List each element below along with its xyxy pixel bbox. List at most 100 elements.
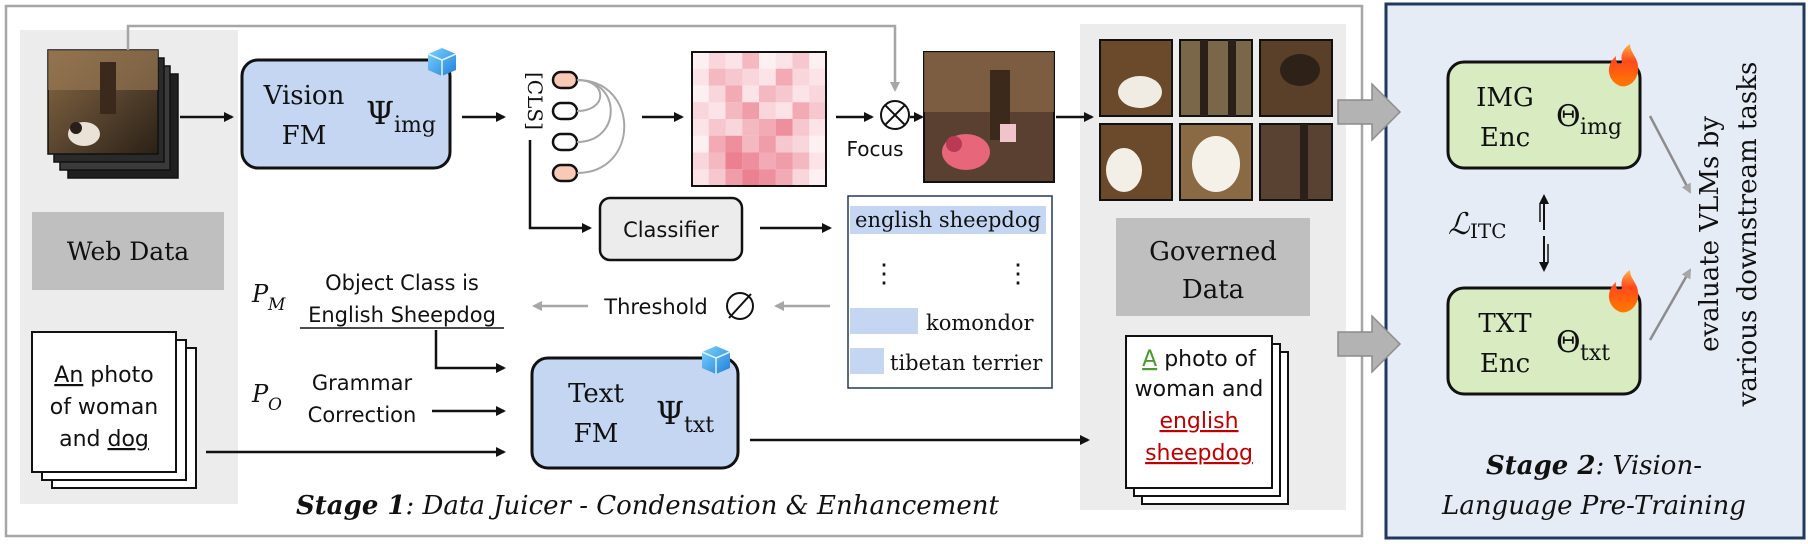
- attention-cell: [809, 152, 826, 170]
- threshold-label: Threshold: [603, 295, 708, 319]
- text-fm-line1: Text: [568, 379, 624, 409]
- input-caption-stack: An photo of woman and dog: [31, 331, 197, 489]
- attention-cell: [775, 152, 793, 170]
- evaluate-line1: evaluate VLMs by: [1695, 116, 1725, 352]
- attention-cell: [692, 102, 709, 119]
- attention-cell: [742, 135, 759, 153]
- attention-cell: [725, 85, 743, 103]
- otimes-icon: [880, 100, 910, 130]
- img-enc-sub: img: [1580, 115, 1622, 140]
- output-caption-line4: sheepdog: [1145, 441, 1253, 466]
- output-caption-line1: A photo of: [1142, 347, 1257, 372]
- stage2-caption-line1: Stage 2: Vision-: [1486, 451, 1702, 481]
- txt-encoder-box: TXT Enc Θ txt: [1446, 286, 1642, 396]
- attention-cell: [759, 68, 776, 86]
- evaluate-line2: various downstream tasks: [1733, 62, 1763, 408]
- attention-cell: [792, 85, 810, 103]
- po-line2: Correction: [308, 403, 417, 427]
- attention-cell: [775, 102, 793, 119]
- vision-fm-box: Vision FM Ψ img: [240, 58, 452, 170]
- itc-loss-sub: ITC: [1470, 219, 1507, 243]
- web-image-stack: [47, 49, 179, 179]
- big-arrow-txt: [1337, 314, 1402, 374]
- attention-cell: [692, 152, 709, 170]
- classifier-label: Classifier: [623, 218, 719, 242]
- vision-fm-line2: FM: [282, 121, 327, 151]
- prompt-pm: P M Object Class is English Sheepdog: [251, 271, 504, 329]
- attention-cell: [692, 135, 709, 153]
- attention-cell: [742, 102, 759, 119]
- attention-cell: [759, 169, 776, 186]
- pm-sub: M: [267, 295, 286, 315]
- attention-cell: [725, 102, 743, 119]
- attention-cell: [742, 169, 759, 186]
- attention-cell: [792, 169, 810, 186]
- attention-cell: [708, 152, 726, 170]
- attention-cell: [792, 135, 810, 153]
- attention-cell: [792, 52, 810, 69]
- attention-cell: [742, 52, 759, 69]
- attention-cell: [725, 135, 743, 153]
- web-data-label-box: [32, 212, 224, 290]
- attention-cell: [792, 68, 810, 86]
- text-fm-sub: txt: [684, 413, 714, 438]
- attention-cell: [725, 52, 743, 69]
- img-encoder-box: IMG Enc Θ img: [1446, 60, 1642, 170]
- attention-cell: [708, 85, 726, 103]
- attention-cell: [775, 135, 793, 153]
- attention-cell: [708, 119, 726, 136]
- class-probability-list: english sheepdog ⋮ ⋮ komondor tibetan te…: [847, 195, 1053, 389]
- input-caption-line1: An photo: [54, 363, 153, 388]
- class-dots-left: ⋮: [871, 259, 897, 289]
- attention-cell: [809, 169, 826, 186]
- attention-cell: [708, 169, 726, 186]
- attention-cell: [742, 68, 759, 86]
- attention-cell: [809, 68, 826, 86]
- class-tibetan-terrier: tibetan terrier: [890, 351, 1043, 375]
- stage2-caption-line2: Language Pre-Training: [1441, 491, 1746, 521]
- img-enc-theta: Θ: [1556, 99, 1581, 134]
- attention-cell: [692, 68, 709, 86]
- attention-cell: [692, 85, 709, 103]
- cube-icon: [427, 48, 457, 76]
- attention-cell: [809, 119, 826, 136]
- flame-icon: [1608, 44, 1639, 87]
- cube-icon: [701, 346, 731, 374]
- token-pills: [551, 70, 626, 183]
- attention-map: [691, 51, 827, 187]
- governed-label-box: [1116, 218, 1310, 316]
- attention-cell: [708, 52, 726, 69]
- class-dots-right: ⋮: [1005, 259, 1031, 289]
- vision-fm-sub: img: [394, 113, 436, 138]
- attention-cell: [742, 152, 759, 170]
- output-caption-stack: A photo of woman and english sheepdog: [1125, 335, 1289, 505]
- po-sub: O: [268, 395, 282, 415]
- attention-cell: [725, 119, 743, 136]
- text-fm-psi: Ψ: [656, 394, 684, 432]
- empty-set-icon: [726, 292, 754, 320]
- pm-line2: English Sheepdog: [308, 303, 496, 327]
- pm-line1: Object Class is: [325, 271, 479, 295]
- input-caption-line2: of woman: [50, 395, 159, 420]
- flame-icon: [1608, 270, 1639, 313]
- class-top: english sheepdog: [855, 208, 1041, 232]
- txt-enc-line1: TXT: [1478, 309, 1532, 339]
- attention-cell: [792, 102, 810, 119]
- attention-cell: [708, 102, 726, 119]
- attention-cell: [725, 68, 743, 86]
- text-fm-line2: FM: [574, 419, 619, 449]
- vision-fm-psi: Ψ: [366, 94, 394, 132]
- governed-image-crops: [1099, 39, 1333, 201]
- focused-image: [923, 51, 1055, 183]
- governed-line2: Data: [1182, 275, 1244, 305]
- attention-cell: [759, 119, 776, 136]
- attention-map-border: [691, 51, 827, 187]
- output-caption-line3: english: [1159, 409, 1238, 434]
- attention-cell: [792, 152, 810, 170]
- po-line1: Grammar: [312, 371, 413, 395]
- attention-cell: [725, 169, 743, 186]
- txt-enc-line2: Enc: [1480, 349, 1530, 379]
- input-caption-line3: and dog: [59, 427, 149, 452]
